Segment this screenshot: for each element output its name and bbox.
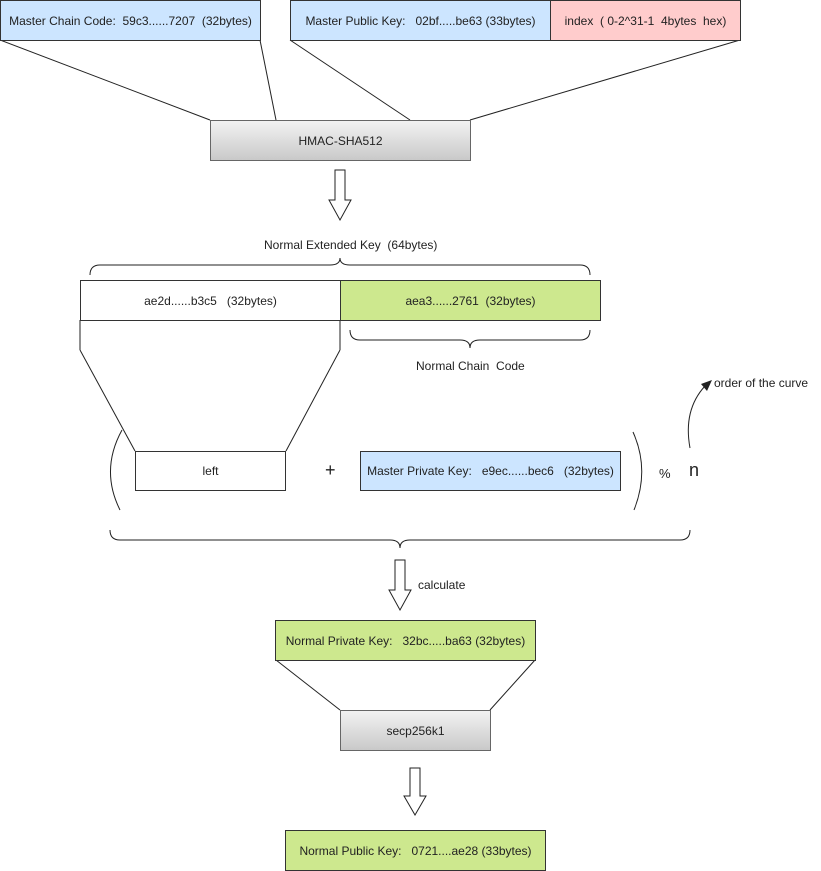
connector-line <box>259 39 277 121</box>
right-parenthesis <box>632 431 643 511</box>
index-label: index ( 0-2^31-1 4bytes hex) <box>564 13 727 28</box>
hmac-sha512-label: HMAC-SHA512 <box>298 133 383 148</box>
curved-arrow <box>687 385 706 449</box>
connector-line <box>275 659 341 711</box>
curve-order-n: n <box>689 460 700 480</box>
connector-line <box>0 39 211 121</box>
extended-key-left-half: ae2d......b3c5 (32bytes) <box>80 280 341 321</box>
left-label: left <box>202 464 219 478</box>
master-chain-code-label: Master Chain Code: 59c3......7207 (32byt… <box>9 13 252 28</box>
secp256k1-box: secp256k1 <box>340 710 491 751</box>
master-public-key-box: Master Public Key: 02bf.....be63 (33byte… <box>290 0 551 41</box>
plus-sign: + <box>325 460 336 480</box>
arrowhead <box>701 380 712 391</box>
brace-chain-code <box>349 329 591 349</box>
extended-key-left-value: ae2d......b3c5 (32bytes) <box>144 293 277 308</box>
connector-line <box>469 39 741 121</box>
down-arrow-icon <box>388 559 412 612</box>
brace-formula <box>109 529 691 549</box>
connector-line <box>289 39 411 121</box>
left-box: left <box>135 451 286 491</box>
down-arrow-icon <box>328 169 352 222</box>
normal-private-key-label: Normal Private Key: 32bc.....ba63 (32byt… <box>285 633 526 648</box>
index-box: index ( 0-2^31-1 4bytes hex) <box>550 0 741 41</box>
secp256k1-label: secp256k1 <box>386 723 445 738</box>
chain-code-label: Normal Chain Code <box>416 359 525 373</box>
master-chain-code-box: Master Chain Code: 59c3......7207 (32byt… <box>0 0 261 41</box>
curve-order-note: order of the curve <box>714 376 809 390</box>
connector-line <box>79 349 136 452</box>
hmac-sha512-box: HMAC-SHA512 <box>210 120 471 161</box>
extended-key-right-value: aea3......2761 (32bytes) <box>405 293 536 308</box>
left-parenthesis <box>110 429 123 511</box>
calculate-label: calculate <box>418 578 466 592</box>
extended-key-right-half: aea3......2761 (32bytes) <box>340 280 601 321</box>
brace-extended-key <box>89 257 591 276</box>
down-arrow-icon <box>403 767 427 816</box>
master-private-key-box: Master Private Key: e9ec......bec6 (32by… <box>360 451 621 491</box>
extended-key-title: Normal Extended Key (64bytes) <box>264 238 438 252</box>
connector-line <box>489 659 536 711</box>
modulo-sign: % <box>659 466 671 481</box>
master-private-key-label: Master Private Key: e9ec......bec6 (32by… <box>367 464 614 478</box>
normal-public-key-box: Normal Public Key: 0721....ae28 (33bytes… <box>285 830 546 871</box>
master-public-key-label: Master Public Key: 02bf.....be63 (33byte… <box>305 13 536 28</box>
connector-line <box>285 349 341 452</box>
normal-private-key-box: Normal Private Key: 32bc.....ba63 (32byt… <box>275 620 536 661</box>
normal-public-key-label: Normal Public Key: 0721....ae28 (33bytes… <box>299 843 532 858</box>
